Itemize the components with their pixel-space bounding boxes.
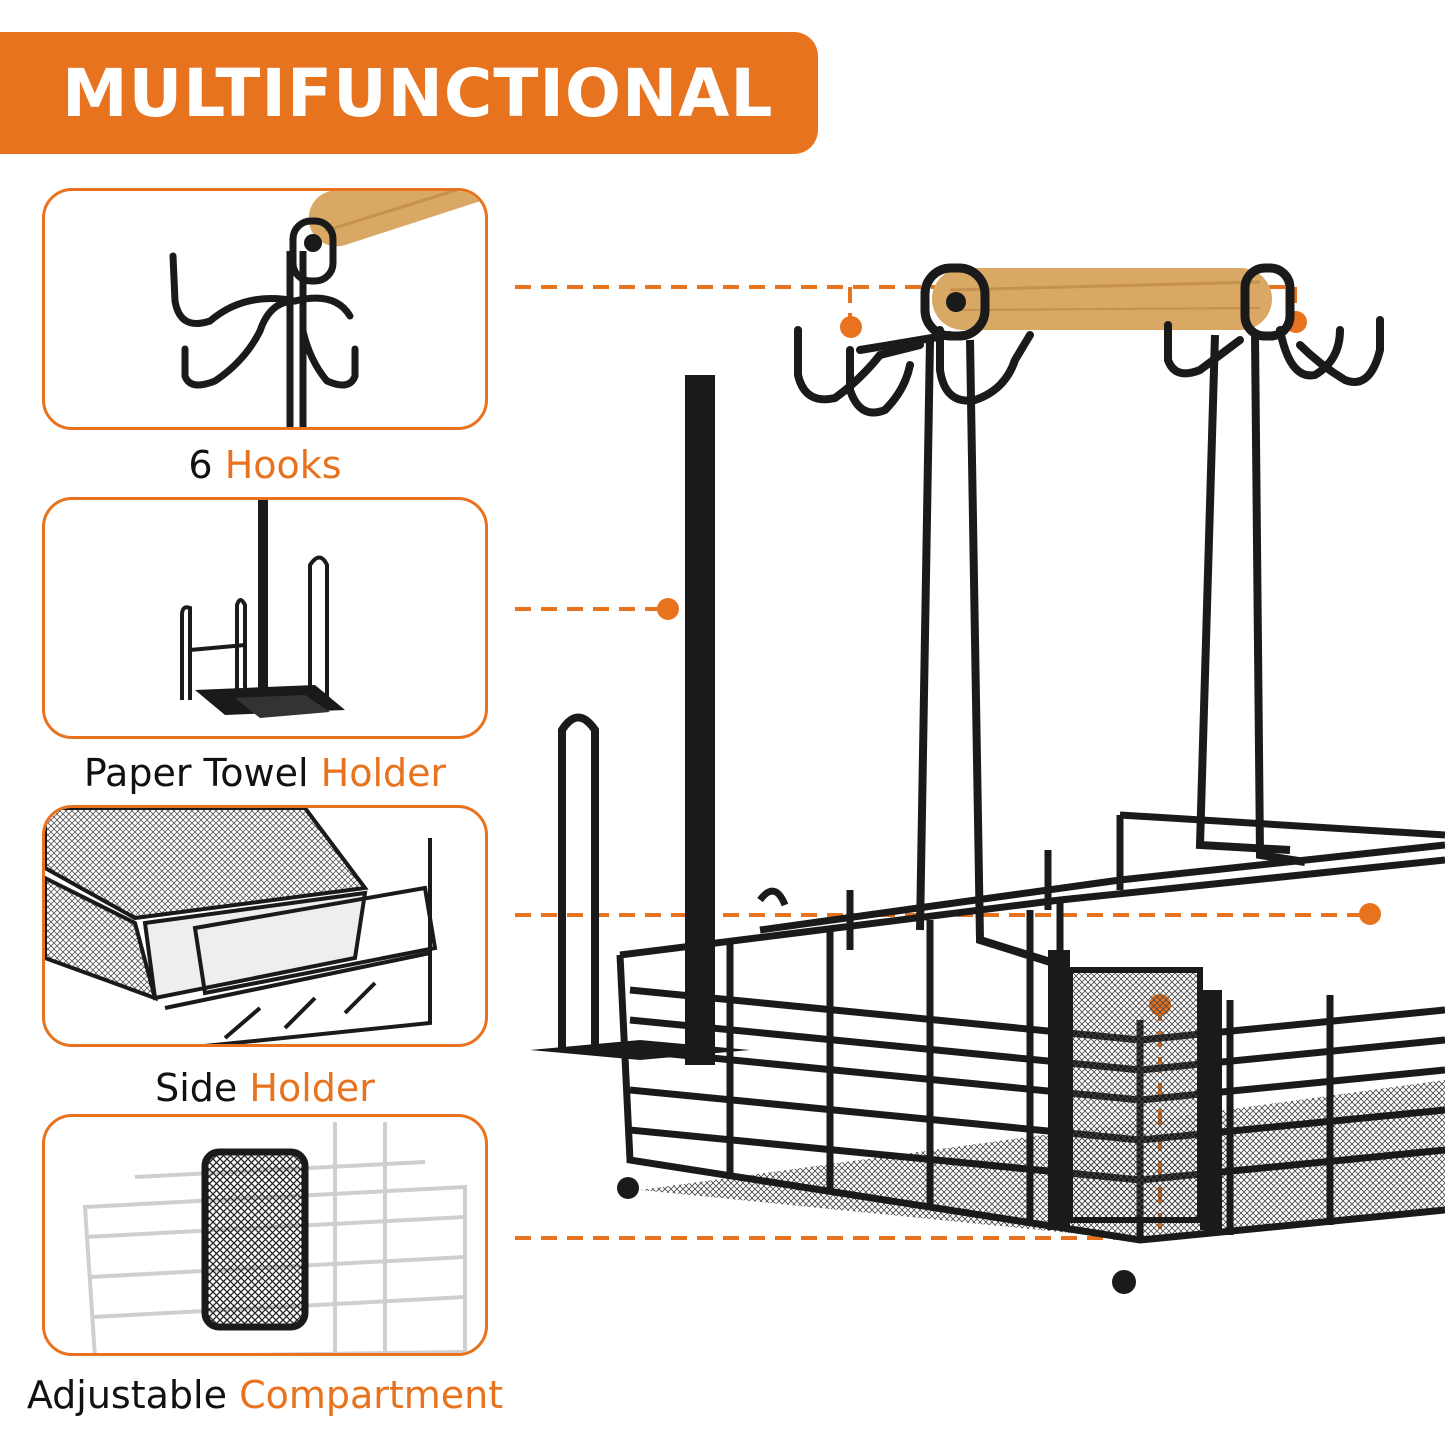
compartment-detail-panel [42, 1114, 488, 1356]
caption-side-holder: Side Holder [155, 1066, 375, 1110]
caddy-product-image [530, 263, 1445, 1294]
hooks-closeup-image [169, 191, 485, 427]
caption-compartment: Adjustable Compartment [26, 1373, 504, 1417]
hooks-detail-panel [42, 188, 488, 430]
caption-hooks: 6 Hooks [188, 443, 342, 487]
side-holder-closeup-image [45, 808, 438, 1044]
paper-towel-closeup-image [180, 500, 345, 718]
compartment-closeup-image [82, 1122, 467, 1353]
banner-title: MULTIFUNCTIONAL [62, 54, 774, 132]
title-banner: MULTIFUNCTIONAL [0, 32, 818, 154]
caption-paper-towel: Paper Towel Holder [83, 751, 447, 795]
side-holder-detail-panel [42, 805, 488, 1047]
paper-towel-detail-panel [42, 497, 488, 739]
